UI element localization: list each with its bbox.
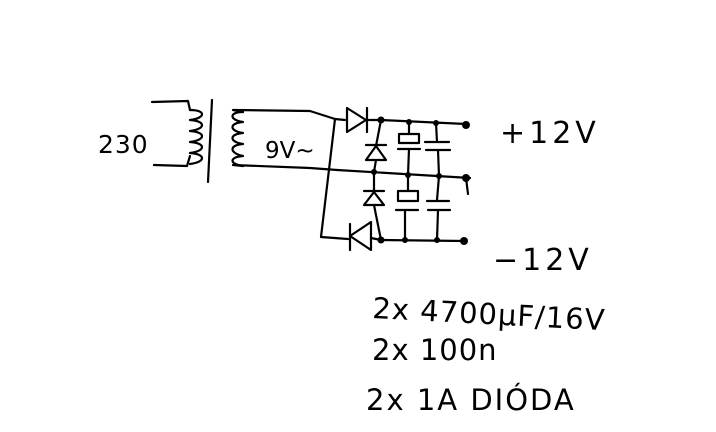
primary-winding: [188, 108, 204, 166]
transformer-core: [206, 98, 214, 184]
diode-note: 2x 1A DIÓDA: [366, 383, 576, 417]
small-capacitor-note: 2x 100n: [372, 333, 498, 367]
input-voltage-label: 230: [98, 130, 149, 159]
positive-output-label: +12V: [500, 116, 600, 151]
diode-middle-lower: [362, 189, 386, 207]
electrolytic-capacitor-bottom: [394, 173, 420, 242]
diode-links: [372, 118, 383, 242]
secondary-wires: [231, 108, 350, 241]
electrolytic-capacitor-top: [396, 120, 422, 177]
negative-output-label: −12V: [493, 243, 593, 278]
capacitor-note: 2x 4700µF/16V: [372, 291, 607, 337]
ceramic-capacitor-top: [423, 121, 452, 178]
negative-rail: [377, 236, 468, 245]
secondary-voltage-label: 9V~: [265, 138, 315, 164]
secondary-winding: [231, 110, 245, 168]
ground-rail: [335, 168, 472, 196]
primary-input-wires: [150, 99, 192, 168]
ceramic-capacitor-bottom: [425, 174, 452, 242]
positive-rail: [377, 116, 470, 129]
diode-top: [345, 106, 383, 134]
diode-middle-upper: [364, 143, 388, 162]
diode-bottom: [348, 220, 383, 252]
